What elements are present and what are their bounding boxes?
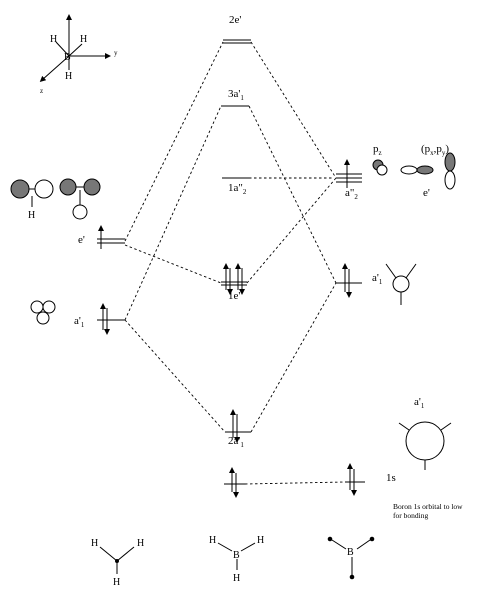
h3-fragment-structure: H H H <box>91 538 144 588</box>
a1-lobe-1 <box>30 300 44 314</box>
b-a1-orbital-picture <box>385 263 417 305</box>
bh3-bond-1 <box>217 542 233 552</box>
boron-ligand-dot-1 <box>327 536 333 542</box>
label-h3-e-prime: e' <box>78 234 85 246</box>
coordinate-axes: B H H H y z <box>39 14 118 95</box>
line-a1-to-3a1 <box>124 105 222 321</box>
boron-atom-b: B <box>347 547 354 558</box>
line-e-to-2e <box>124 41 224 242</box>
bottom-molecules: H H H B H H H B <box>91 535 375 588</box>
line-2e-to-b-e <box>250 41 337 179</box>
shaded-orbital-lobe-3 <box>83 178 101 196</box>
py-lobe-1 <box>444 152 456 172</box>
axes-atom-h3: H <box>65 71 72 82</box>
pz-orbital-picture <box>372 159 388 176</box>
boron-note-line-1: Boron 1s orbital to low <box>393 502 463 511</box>
h3-e-orbital-picture-1: H <box>10 179 54 221</box>
py-lobe-2 <box>444 170 456 190</box>
line-1e-to-b-e <box>246 177 337 284</box>
b-a1-lower-orbital-picture <box>398 421 452 470</box>
b-a1-lower-ligand-line-2 <box>440 422 452 431</box>
bh3-structure: B H H H <box>209 535 264 584</box>
z-axis-arrow <box>39 55 70 82</box>
label-b-pxpy: (px,py) <box>421 143 449 157</box>
line-e-to-1e <box>124 244 222 284</box>
shaded-orbital-lobe-2 <box>59 178 77 196</box>
bh3-atom-b: B <box>233 550 240 561</box>
correlation-lines <box>124 41 346 485</box>
label-b-1s: 1s <box>386 472 396 484</box>
axis-label-z: z <box>40 87 43 95</box>
h3-a1-orbital-picture <box>30 300 56 325</box>
bh3-atom-h1: H <box>209 535 216 546</box>
boron-line-2 <box>356 539 371 550</box>
label-3a1: 3a'1 <box>228 88 244 102</box>
h3-atom-h1: H <box>91 538 98 549</box>
h3-atom-h3: H <box>113 577 120 588</box>
label-b-pz: pz <box>373 143 382 157</box>
h3-e-atom-h: H <box>28 210 35 221</box>
axes-atom-h2: H <box>80 34 87 45</box>
line-a1-to-2a1 <box>124 319 226 433</box>
axes-atom-b: B <box>64 52 71 63</box>
line-2a1-to-b-a1 <box>250 282 337 433</box>
py-orbital-picture <box>444 152 456 190</box>
axes-atom-h1: H <box>50 34 57 45</box>
boron-ligand-dot-2 <box>369 536 375 542</box>
label-b-a1: a'1 <box>372 272 383 286</box>
label-b-a2: a"2 <box>345 187 358 201</box>
px-lobe-1 <box>400 165 418 175</box>
h3-center-dot <box>115 559 119 563</box>
b-a1-ligand-line-1 <box>385 263 397 279</box>
b-a1-lower-center-orbital <box>405 421 445 461</box>
h3-e-orbital-picture-2 <box>59 178 101 220</box>
a1-lobe-2 <box>42 300 56 314</box>
label-2a1: 2a'1 <box>228 435 244 449</box>
a1-lobe-3 <box>36 311 50 325</box>
label-1a2: 1a"2 <box>228 182 247 196</box>
boron-fragment: a"2 pz (px,py) e' a'1 a'1 <box>336 143 463 520</box>
h3-bond-2 <box>116 546 135 562</box>
line-3a1-to-b-a1 <box>248 105 337 284</box>
h3-fragment: e' a'1 H <box>10 178 125 335</box>
label-2e-prime: 2e' <box>229 14 241 26</box>
boron-ligand-dot-3 <box>349 574 355 580</box>
b-a1-ligand-line-2 <box>405 263 417 279</box>
b-h-bond-right <box>68 43 83 57</box>
h3-atom-h2: H <box>137 538 144 549</box>
mo-levels: 2e' 3a'1 1a"2 1e' 2a'1 <box>221 14 251 498</box>
label-h3-a1: a'1 <box>74 315 85 329</box>
label-b-a1-lower: a'1 <box>414 396 425 410</box>
bh3-bond-2 <box>240 542 256 552</box>
boron-line-1 <box>331 539 347 550</box>
b-a1-lower-ligand-line-1 <box>398 422 410 431</box>
boron-note-line-2: for bonding <box>393 511 428 520</box>
open-orbital-lobe-1 <box>34 179 54 199</box>
b-a1-center-orbital <box>392 275 410 293</box>
open-orbital-lobe-2 <box>72 204 88 220</box>
b-h-bond-upper <box>55 41 70 57</box>
bh3-atom-h3: H <box>233 573 240 584</box>
bh3-atom-h2: H <box>257 535 264 546</box>
label-b-e-prime: e' <box>423 187 430 199</box>
px-lobe-2 <box>416 165 434 175</box>
h3-bond-1 <box>99 546 118 562</box>
shaded-orbital-lobe-1 <box>10 179 30 199</box>
axis-label-y: y <box>114 49 118 57</box>
line-1s <box>244 481 346 485</box>
boron-atom-structure: B <box>327 536 375 580</box>
px-orbital-picture <box>400 165 434 175</box>
pz-lobe-open <box>376 164 388 176</box>
